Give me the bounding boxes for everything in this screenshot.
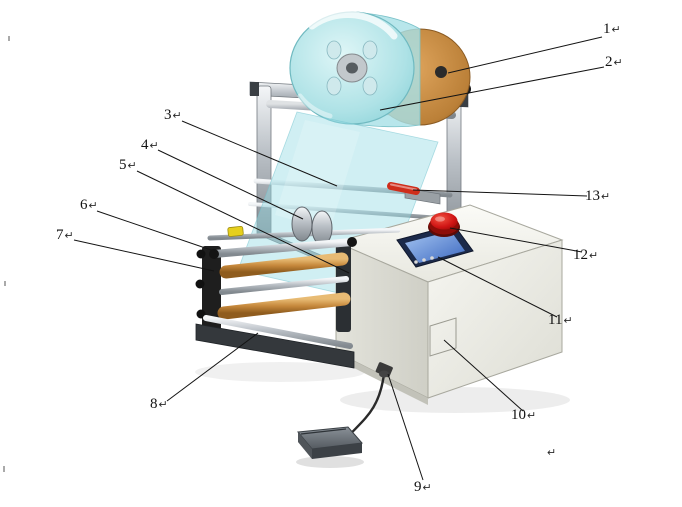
control-panel xyxy=(396,224,474,268)
panel-button[interactable] xyxy=(414,260,418,264)
leader-lines xyxy=(73,36,605,481)
paragraph-mark: ↵ xyxy=(422,482,432,494)
body-access-panel xyxy=(429,317,457,357)
paragraph-mark: ↵ xyxy=(527,410,537,422)
paragraph-mark: ↵ xyxy=(613,57,623,69)
page-artifact xyxy=(4,281,6,286)
leader-line-11 xyxy=(437,256,558,318)
paragraph-mark: ↵ xyxy=(172,110,182,122)
panel-button[interactable] xyxy=(430,256,434,260)
leader-line-8 xyxy=(166,332,259,402)
bracket-left xyxy=(202,246,221,336)
leader-line-1 xyxy=(447,36,603,74)
paragraph-mark: ↵ xyxy=(611,24,621,36)
paragraph-mark: ↵ xyxy=(127,160,137,172)
callout-13: 13↵ xyxy=(585,188,611,204)
peel-handle xyxy=(387,182,441,205)
callout-11: 11↵ xyxy=(548,312,573,328)
stray-paragraph-mark: ↵ xyxy=(547,447,557,459)
page-artifact xyxy=(8,36,10,41)
paragraph-mark: ↵ xyxy=(88,200,98,212)
leader-line-7 xyxy=(73,239,215,272)
leader-line-12 xyxy=(449,227,583,253)
wrap-roller-lower xyxy=(217,292,351,320)
leader-line-4 xyxy=(157,149,304,220)
leader-line-5 xyxy=(136,170,350,274)
callout-5: 5↵ xyxy=(119,157,137,173)
leader-line-3 xyxy=(181,120,338,187)
wrap-roller-upper xyxy=(219,252,349,279)
leader-line-2 xyxy=(379,66,605,111)
paragraph-mark: ↵ xyxy=(589,250,599,262)
callout-1: 1↵ xyxy=(603,21,621,37)
leader-line-6 xyxy=(96,210,218,253)
pedal-side xyxy=(298,432,312,459)
leader-line-10 xyxy=(443,339,524,412)
paragraph-mark: ↵ xyxy=(64,230,74,242)
callout-6: 6↵ xyxy=(80,197,98,213)
panel-screen[interactable] xyxy=(405,231,465,263)
cross-rail-lower xyxy=(248,202,442,220)
foot-pedal[interactable] xyxy=(297,426,364,459)
label-roll xyxy=(289,10,471,128)
press-shaft xyxy=(210,238,356,258)
paragraph-mark: ↵ xyxy=(158,399,168,411)
assembly-base xyxy=(195,323,355,369)
callout-9: 9↵ xyxy=(414,479,432,495)
handle-red xyxy=(387,182,420,195)
leader-line-13 xyxy=(412,189,588,197)
paragraph-mark: ↵ xyxy=(149,140,159,152)
leader-line-9 xyxy=(387,373,424,481)
callout-8: 8↵ xyxy=(150,396,168,412)
paragraph-mark: ↵ xyxy=(563,315,573,327)
bracket-right xyxy=(336,244,351,332)
paragraph-mark: ↵ xyxy=(601,191,611,203)
callout-7: 7↵ xyxy=(56,227,74,243)
guide-collar xyxy=(311,210,333,246)
emergency-button-cap[interactable] xyxy=(430,212,458,230)
shadows xyxy=(195,362,570,468)
yellow-knob[interactable] xyxy=(227,225,244,237)
panel-button[interactable] xyxy=(422,258,426,262)
body-base-strip xyxy=(336,352,428,405)
idle-roller xyxy=(219,276,349,295)
page-artifact xyxy=(3,466,5,472)
roller-assembly xyxy=(195,206,401,369)
emergency-stop-button[interactable] xyxy=(428,212,460,238)
callout-2: 2↵ xyxy=(605,54,623,70)
guide-collar xyxy=(291,206,313,242)
callout-12: 12↵ xyxy=(573,247,599,263)
callout-10: 10↵ xyxy=(511,407,537,423)
callout-4: 4↵ xyxy=(141,137,159,153)
base-rail xyxy=(203,315,353,349)
callout-3: 3↵ xyxy=(164,107,182,123)
pedal-front xyxy=(312,443,362,459)
